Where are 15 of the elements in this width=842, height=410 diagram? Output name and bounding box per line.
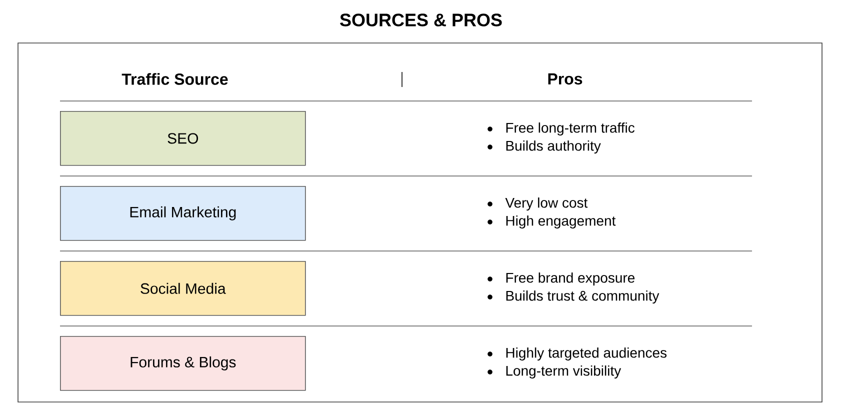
source-box: SEO	[60, 111, 306, 166]
title: SOURCES & PROS	[340, 14, 502, 26]
bullet-item: Builds trust & community	[506, 290, 660, 304]
bullet-item: Very low cost	[505, 197, 588, 211]
bullet-item: High engagement	[506, 215, 616, 229]
source-box: Email Marketing	[60, 186, 306, 241]
bullet-item: Long-term visibility	[506, 365, 622, 379]
column-header: Traffic Source	[122, 73, 228, 85]
bullet-item: Free long-term traffic	[506, 122, 634, 136]
bullet-item: Free brand exposure	[506, 272, 635, 286]
bullet-item: Builds authority	[506, 140, 601, 154]
bullet-item: Highly targeted audiences	[506, 347, 667, 361]
source-box: Social Media	[60, 261, 306, 316]
source-box: Forums & Blogs	[60, 336, 306, 391]
column-header: Pros	[548, 73, 582, 85]
